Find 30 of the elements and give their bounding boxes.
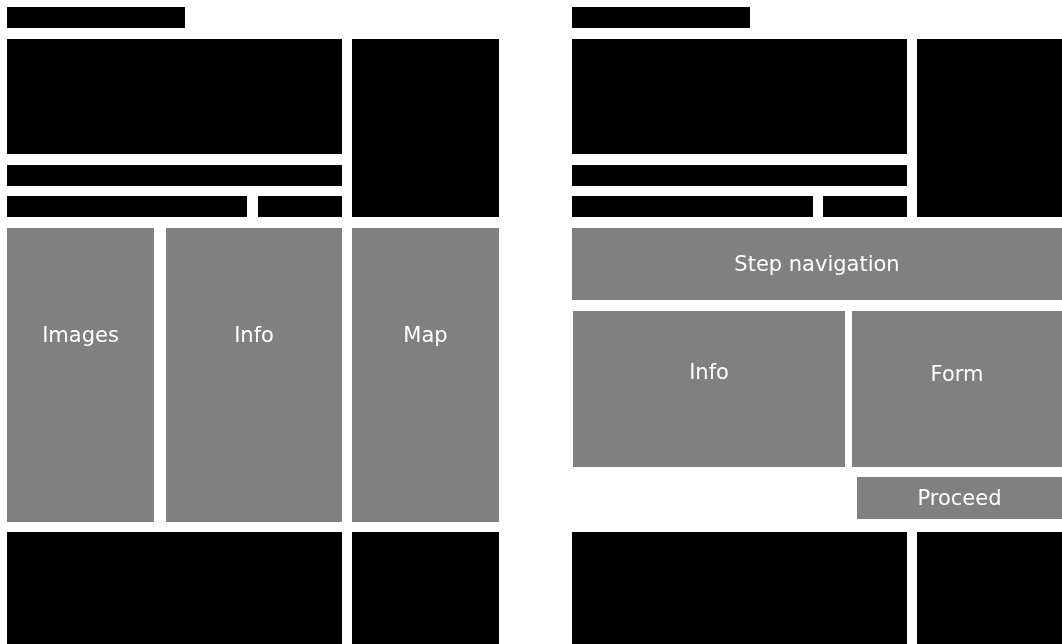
panel-label: Info — [234, 323, 274, 347]
content-panel — [572, 228, 1062, 300]
content-panel — [852, 311, 1062, 467]
content-panel — [573, 311, 845, 467]
placeholder-block — [823, 196, 907, 217]
panel-label: Step navigation — [734, 252, 900, 276]
placeholder-block — [572, 39, 907, 154]
content-panel — [352, 228, 499, 522]
placeholder-block — [7, 39, 342, 154]
placeholder-block — [352, 532, 499, 644]
panel-label: Images — [42, 323, 119, 347]
placeholder-block — [258, 196, 342, 217]
placeholder-block — [572, 532, 907, 644]
placeholder-block — [572, 7, 750, 28]
panel-label: Info — [689, 360, 729, 384]
panel-label: Proceed — [917, 486, 1002, 510]
placeholder-block — [917, 532, 1062, 644]
panel-label: Map — [403, 323, 448, 347]
placeholder-block — [917, 39, 1062, 217]
placeholder-block — [572, 165, 907, 186]
placeholder-block — [572, 196, 813, 217]
content-panel — [857, 477, 1062, 519]
placeholder-block — [7, 7, 185, 28]
placeholder-block — [352, 39, 499, 217]
content-panel — [166, 228, 342, 522]
content-panel — [7, 228, 154, 522]
placeholder-block — [7, 165, 342, 186]
panel-label: Form — [930, 362, 984, 386]
placeholder-block — [7, 532, 342, 644]
placeholder-block — [7, 196, 247, 217]
